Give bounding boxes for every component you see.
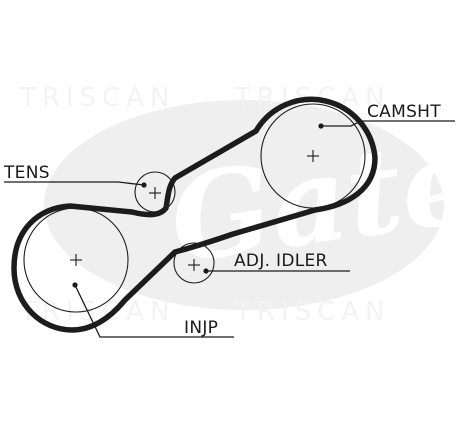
adjustable-idler-label: ADJ. IDLER (234, 251, 328, 271)
tensioner-leader-line (4, 181, 145, 186)
camshaft-center-mark (307, 150, 319, 162)
idler-center-mark (188, 259, 200, 271)
watermark: Gates TRISCAN TRISCAN TRISCAN TRISCAN (19, 83, 464, 327)
injection-pump-center-mark (70, 254, 82, 266)
camshaft-leader-line (321, 120, 455, 127)
injection-pump-label: INJP (184, 318, 218, 338)
watermark-text-top: TRISCAN (19, 83, 176, 113)
timing-belt (11, 96, 378, 333)
camshaft-label: CAMSHT (367, 102, 441, 122)
watermark-text-bottom-right: TRISCAN (234, 297, 391, 327)
watermark-logo (44, 100, 444, 310)
injection-pump-leader-line (74, 284, 234, 338)
tensioner-label: TENS (3, 163, 50, 183)
tensioner-center-mark (149, 187, 161, 199)
idler-pulley (173, 242, 215, 284)
